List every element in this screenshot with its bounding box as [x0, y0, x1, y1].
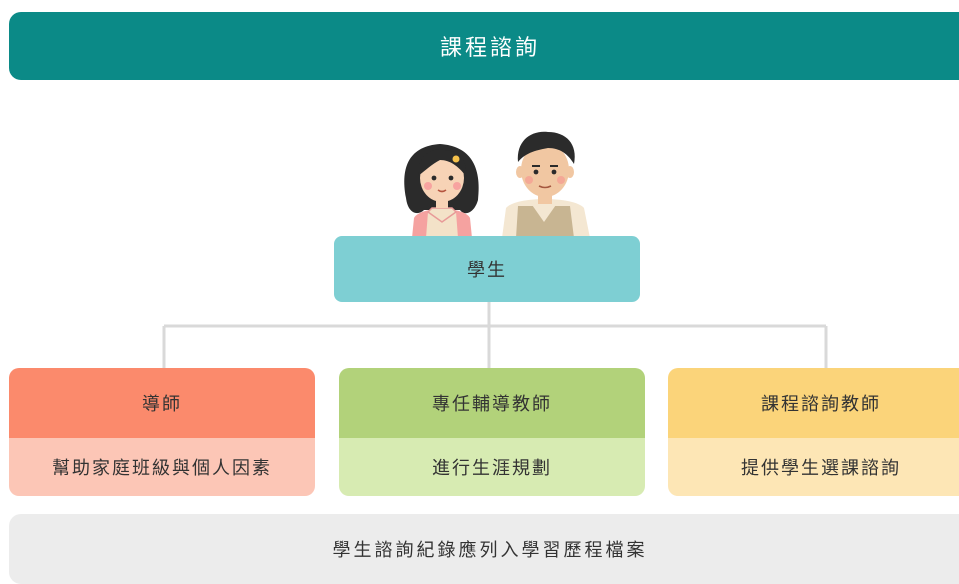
role-card-course-advisor: 課程諮詢教師 提供學生選課諮詢	[668, 368, 959, 496]
role-name: 專任輔導教師	[339, 368, 645, 438]
footer-note: 學生諮詢紀錄應列入學習歷程檔案	[9, 514, 959, 584]
student-node: 學生	[334, 236, 640, 302]
page-title: 課程諮詢	[9, 12, 959, 80]
role-name: 導師	[9, 368, 315, 438]
role-description: 提供學生選課諮詢	[668, 438, 959, 496]
role-name: 課程諮詢教師	[668, 368, 959, 438]
role-description: 進行生涯規劃	[339, 438, 645, 496]
students-illustration	[404, 131, 590, 238]
girl-figure	[404, 144, 479, 238]
boy-figure	[502, 131, 590, 238]
role-description: 幫助家庭班級與個人因素	[9, 438, 315, 496]
role-card-counselor: 專任輔導教師 進行生涯規劃	[339, 368, 645, 496]
role-card-homeroom-teacher: 導師 幫助家庭班級與個人因素	[9, 368, 315, 496]
